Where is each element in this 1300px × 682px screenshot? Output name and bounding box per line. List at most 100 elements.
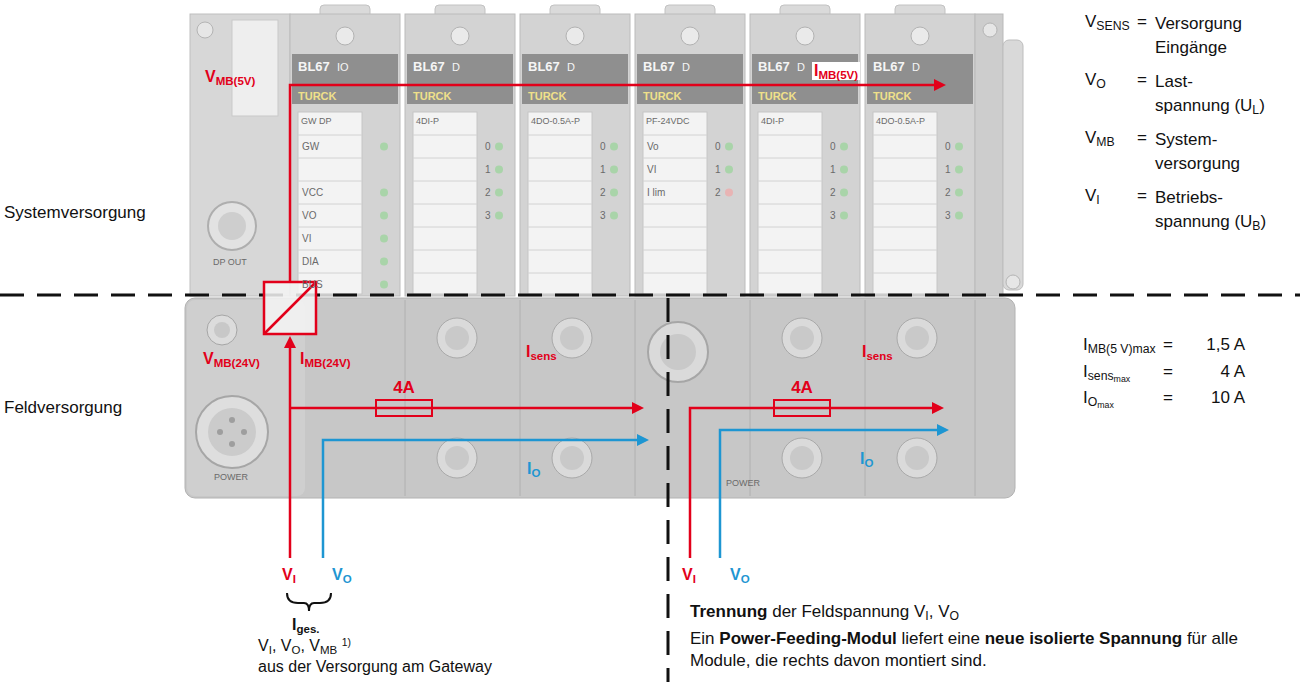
equals-sign: = — [1137, 128, 1147, 148]
m12-connector-core — [790, 446, 814, 470]
module-brand: BL67 — [528, 60, 560, 75]
voltage-label: VMB(5V) — [205, 68, 255, 86]
module-name: 4DI-P — [416, 116, 439, 126]
channel-number: 3 — [485, 210, 491, 222]
status-leds — [610, 143, 618, 220]
pin — [217, 429, 223, 435]
note-text: aus der Versorgung am Gateway — [258, 658, 492, 676]
status-leds — [955, 143, 963, 220]
power-feed-connector — [648, 322, 708, 382]
module-name: GW DP — [301, 116, 332, 126]
voltage-label: VI — [682, 566, 696, 584]
pin — [229, 417, 235, 423]
m12-connector — [552, 438, 592, 478]
m12-connectors — [437, 318, 937, 478]
label-plate-rows — [528, 135, 592, 273]
connector-label: POWER — [214, 472, 248, 482]
screw — [336, 27, 354, 45]
led — [610, 212, 618, 220]
led — [495, 189, 503, 197]
status-led-label: I lim — [647, 187, 665, 199]
equals-sign: = — [1137, 186, 1147, 206]
channel-number: 1 — [945, 164, 951, 176]
module-band — [637, 54, 743, 104]
module-band — [867, 54, 973, 104]
fuse-rating: 4A — [791, 379, 813, 398]
module-name: PF-24VDC — [646, 116, 690, 126]
definition-text: System- versorgung — [1155, 128, 1240, 176]
label-plate — [873, 112, 937, 294]
label-plate — [643, 112, 707, 294]
m12-connector — [437, 438, 477, 478]
module-brand: BL67 — [298, 60, 330, 75]
current-label: IO — [527, 460, 540, 478]
channel-number: 2 — [945, 187, 951, 199]
fuse-box: 4A — [375, 399, 433, 417]
channel-number: 2 — [715, 187, 721, 199]
label-plate-rows — [758, 135, 822, 273]
manufacturer-mark: TURCK — [413, 90, 452, 103]
definition-symbol: VI — [1085, 186, 1100, 206]
led — [380, 258, 388, 266]
end-bracket — [1003, 40, 1023, 290]
definition-symbol: VMB — [1085, 128, 1115, 148]
led — [380, 235, 388, 243]
m12-connector — [552, 318, 592, 358]
status-leds — [840, 143, 848, 220]
m12-connector-core — [905, 446, 929, 470]
equals-sign: = — [1163, 388, 1173, 408]
supply-wires — [290, 85, 937, 558]
voltage-label: VO — [730, 566, 750, 584]
module-type-letter: D — [797, 61, 805, 74]
m12-connector — [782, 318, 822, 358]
channel-number: 1 — [485, 164, 491, 176]
system-supply-wire — [290, 85, 934, 282]
channel-number: 0 — [945, 141, 951, 153]
led — [840, 212, 848, 220]
definition-symbol: VSENS — [1085, 12, 1130, 32]
led — [955, 166, 963, 174]
m12-connector-core — [790, 326, 814, 350]
current-label: Isens — [862, 343, 893, 361]
fuse-rating: 4A — [393, 379, 415, 398]
led — [955, 212, 963, 220]
status-leds — [380, 143, 388, 289]
channel-number: 2 — [830, 187, 836, 199]
dp-out-connector — [208, 202, 256, 250]
limit-value: 10 A — [1211, 388, 1245, 408]
current-label: IO — [860, 450, 873, 468]
module-brand: BL67 — [873, 60, 905, 75]
note-text: VI, VO, VMB 1) — [258, 637, 351, 655]
led — [610, 143, 618, 151]
label-plate — [528, 112, 592, 294]
current-label: IMB(24V) — [300, 350, 351, 368]
m12-connector-core — [445, 326, 469, 350]
small-connector — [207, 315, 237, 345]
module-name: 4DO-0.5A-P — [531, 116, 580, 126]
equals-sign: = — [1137, 12, 1147, 32]
voltage-label: VMB(24V) — [203, 350, 260, 368]
definition-text: Versorgung Eingänge — [1155, 12, 1242, 60]
section-label: Systemversorgung — [4, 203, 146, 223]
led — [495, 143, 503, 151]
channel-number: 1 — [715, 164, 721, 176]
module-name: 4DO-0.5A-P — [876, 116, 925, 126]
module-brand: BL67 — [643, 60, 675, 75]
limit-value: 1,5 A — [1206, 335, 1245, 355]
curly-brace — [287, 593, 331, 611]
led — [380, 212, 388, 220]
arrow-head — [934, 79, 946, 91]
module-brand: BL67 — [758, 60, 790, 75]
status-led-label: VO — [302, 210, 316, 222]
status-leds — [495, 143, 503, 220]
led — [840, 189, 848, 197]
limit-symbol: IMB(5 V)max — [1083, 335, 1156, 355]
section-label: Feldversorgung — [4, 398, 122, 418]
screw — [451, 27, 469, 45]
module-type-letter: IO — [337, 61, 349, 74]
m12-connector — [897, 438, 937, 478]
led — [840, 143, 848, 151]
arrow-head — [937, 424, 949, 436]
m12-connector — [437, 318, 477, 358]
module-type-letter: D — [682, 61, 690, 74]
